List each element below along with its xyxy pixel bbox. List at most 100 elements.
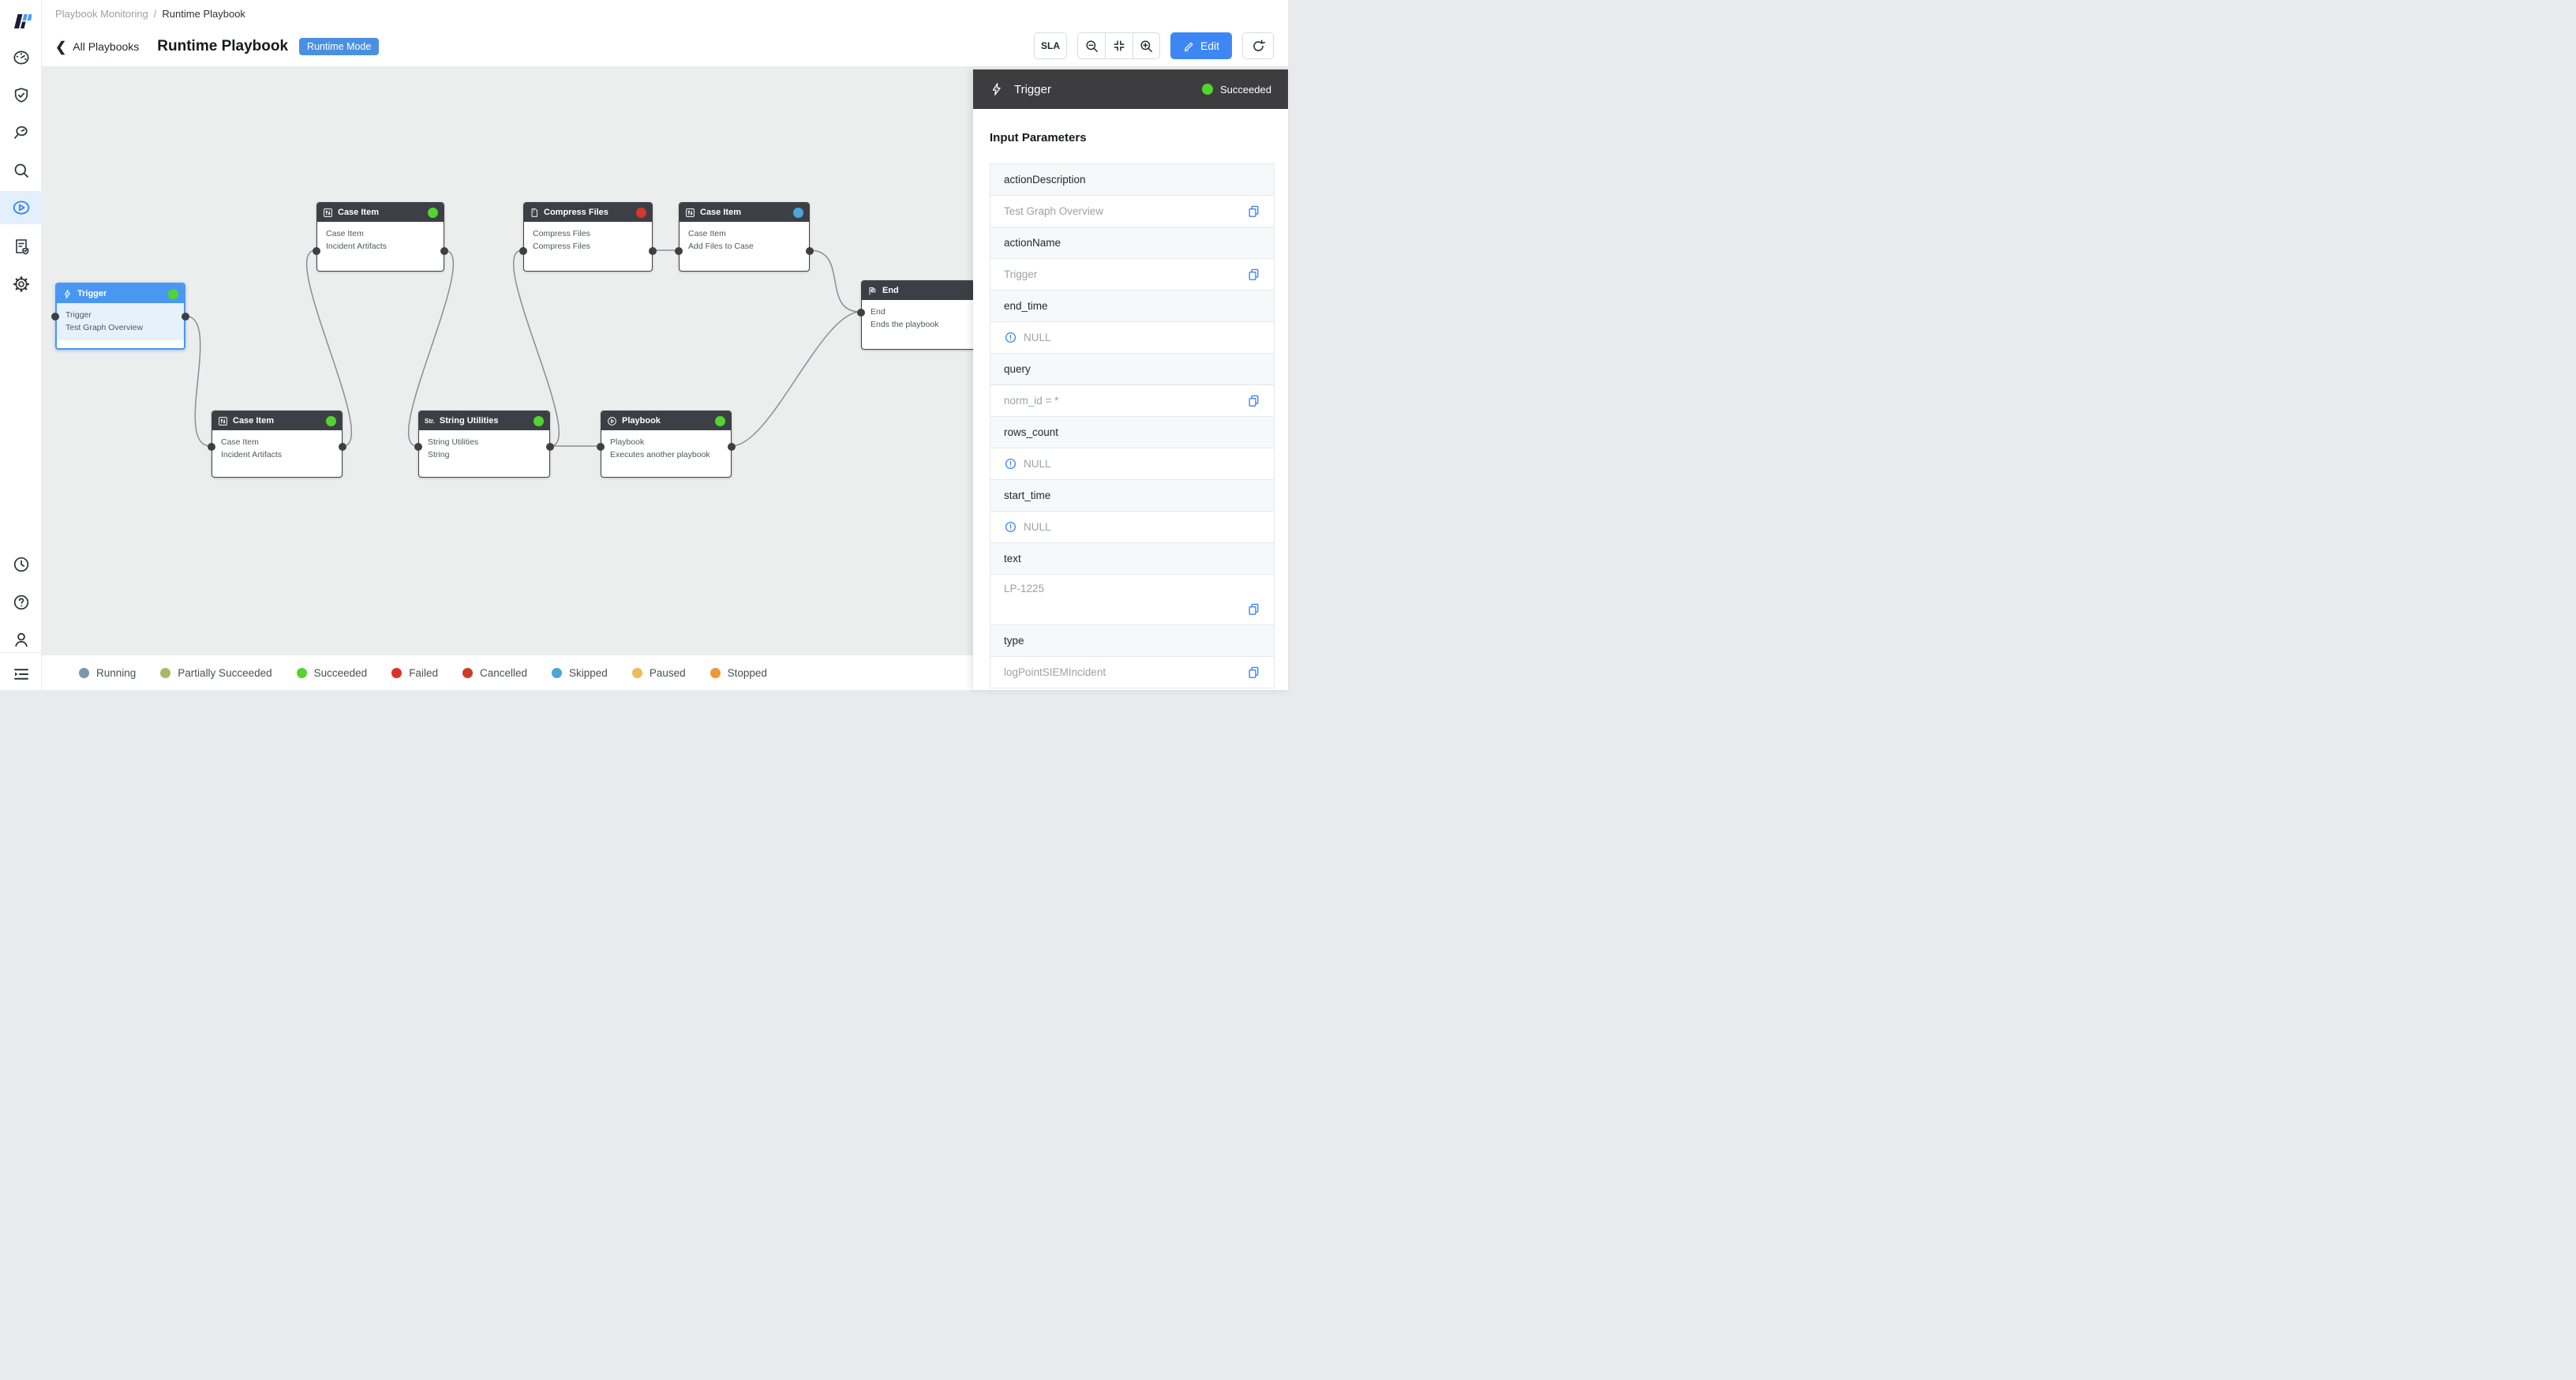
copy-icon (1249, 395, 1259, 407)
fit-view-button[interactable] (1105, 32, 1133, 59)
top-bar: Playbook Monitoring / Runtime Playbook ❮… (42, 0, 1288, 66)
sidebar-item-history[interactable] (0, 548, 42, 581)
param-value-row: norm_id = * (990, 385, 1274, 417)
param-value-row: logPointSIEMIncident (990, 657, 1274, 688)
status-legend: Running Partially Succeeded Succeeded Fa… (42, 655, 973, 690)
sidebar-item-investigate[interactable] (0, 116, 42, 149)
param-value: Test Graph Overview (1004, 205, 1104, 217)
refresh-button[interactable] (1242, 32, 1274, 59)
param-name-row: actionName (990, 227, 1274, 259)
sidebar-collapse-toggle[interactable] (0, 658, 42, 691)
legend-dot (631, 667, 642, 678)
node-case-item-incident-artifacts-top[interactable]: Case Item Case Item Incident Artifacts (313, 202, 448, 272)
sidebar-item-search[interactable] (0, 154, 42, 187)
copy-icon (1249, 268, 1259, 280)
clock-icon (13, 557, 28, 572)
fit-view-icon (1114, 40, 1125, 51)
legend-label: Failed (409, 666, 438, 679)
zoom-in-button[interactable] (1133, 32, 1160, 59)
output-port (806, 247, 814, 255)
node-title: Compress Files (544, 208, 608, 217)
sidebar-item-playbooks-active[interactable] (0, 191, 42, 224)
panel-header: Trigger Succeeded (973, 69, 1288, 109)
play-circle-icon (608, 416, 616, 426)
node-line1: Case Item (326, 229, 364, 238)
shield-check-icon (14, 88, 28, 103)
node-line2: Add Files to Case (688, 242, 754, 252)
sidebar-item-dashboard[interactable] (0, 41, 42, 74)
refresh-icon (1252, 39, 1265, 51)
zoom-out-icon (1085, 39, 1098, 52)
zoom-in-icon (1140, 39, 1152, 52)
breadcrumb-parent[interactable]: Playbook Monitoring (55, 8, 148, 20)
null-info-icon (1005, 521, 1017, 533)
zoom-out-button[interactable] (1077, 32, 1105, 59)
output-port (440, 247, 448, 255)
legend-item-running: Running (79, 667, 136, 679)
legend-item-succeeded: Succeeded (296, 666, 368, 679)
node-playbook[interactable]: Playbook Playbook Executes another playb… (597, 411, 736, 478)
breadcrumb-separator: / (153, 8, 157, 20)
legend-dot (462, 667, 473, 678)
copy-button[interactable] (1247, 602, 1260, 616)
legend-item-partially-succeeded: Partially Succeeded (160, 667, 272, 679)
node-line2: Incident Artifacts (326, 242, 388, 252)
legend-dot (552, 667, 563, 678)
node-line1: Compress Files (533, 229, 590, 238)
param-name-row: query (990, 354, 1274, 385)
legend-label: Running (96, 666, 137, 679)
pencil-icon (1184, 42, 1193, 51)
logpoint-logo (0, 5, 42, 38)
copy-icon (1249, 666, 1259, 678)
edge-caseitem-add-to-end (809, 249, 861, 313)
back-label: All Playbooks (73, 40, 140, 53)
sidebar-item-settings[interactable] (0, 268, 42, 301)
lightning-icon (64, 289, 70, 298)
back-to-all-playbooks[interactable]: ❮ All Playbooks (55, 40, 139, 54)
output-port (182, 313, 189, 321)
param-table: actionDescription Test Graph Overview ac… (990, 163, 1275, 688)
copy-button[interactable] (1247, 666, 1260, 679)
legend-label: Succeeded (313, 666, 368, 679)
sla-button[interactable]: SLA (1034, 32, 1067, 59)
copy-button[interactable] (1247, 394, 1260, 407)
node-line2: Incident Artifacts (221, 450, 283, 460)
node-line2: Compress Files (533, 242, 590, 252)
sidebar-item-reports[interactable] (0, 230, 42, 263)
copy-icon (1249, 603, 1259, 615)
node-line2: Executes another playbook (610, 450, 710, 460)
sidebar-item-shield[interactable] (0, 79, 42, 112)
copy-button[interactable] (1247, 204, 1260, 218)
node-case-item-incident-artifacts-bottom[interactable]: Case Item Case Item Incident Artifacts (208, 411, 346, 478)
sidebar-item-user[interactable] (0, 623, 42, 656)
magnifier-gauge-icon (13, 126, 28, 139)
param-value-row: NULL (990, 322, 1274, 354)
logo-icon (13, 14, 32, 28)
node-end[interactable]: End End Ends the playbook (857, 280, 992, 350)
edit-button[interactable]: Edit (1170, 32, 1232, 59)
panel-title: Trigger (1014, 82, 1051, 96)
legend-dot (391, 667, 402, 678)
node-compress-files[interactable]: Compress Files Compress Files Compress F… (519, 202, 657, 272)
legend-dot (79, 667, 89, 678)
param-name-row: start_time (990, 480, 1274, 512)
sidebar-item-help[interactable] (0, 586, 42, 619)
edge-stringutils-to-compressfiles (512, 249, 560, 447)
input-port (414, 443, 422, 451)
legend-label: Cancelled (479, 666, 528, 679)
param-value: LP-1225 (1004, 583, 1045, 594)
status-dot (715, 415, 725, 426)
edge-layer (184, 249, 861, 447)
zoom-controls (1077, 32, 1160, 59)
node-string-utilities[interactable]: Str. String Utilities String Utilities S… (414, 411, 554, 478)
node-title: Playbook (622, 416, 661, 426)
status-dot (793, 207, 803, 218)
node-title: Trigger (77, 289, 107, 298)
param-value: NULL (1024, 521, 1051, 533)
copy-button[interactable] (1247, 268, 1260, 281)
node-case-item-add-files[interactable]: Case Item Case Item Add Files to Case (675, 202, 814, 272)
legend-label: Paused (649, 666, 686, 679)
node-line1: Trigger (66, 310, 92, 320)
node-trigger[interactable]: Trigger Trigger Test Graph Overview (51, 283, 189, 350)
sliders-icon (324, 208, 332, 217)
